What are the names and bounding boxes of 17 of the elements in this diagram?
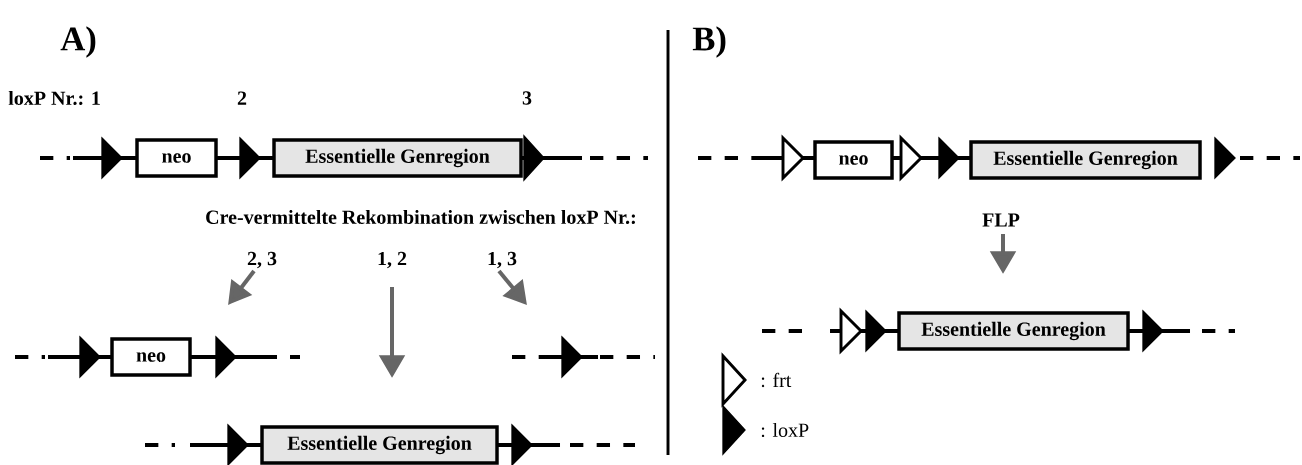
gene-box: neo bbox=[135, 138, 218, 178]
gene-region-box: Essentielle Genregion bbox=[969, 140, 1202, 180]
recombination-heading: Cre-vermittelte Rekombination zwischen loxP Nr.: bbox=[206, 209, 635, 225]
site-pair-label: 2, 3 bbox=[247, 251, 277, 269]
gene-region-box: Essentielle Genregion bbox=[272, 138, 523, 178]
gene-region-box: Essentielle Genregion bbox=[260, 425, 499, 465]
gene-box: neo bbox=[813, 140, 894, 180]
site-pair-label: 1, 2 bbox=[378, 251, 407, 269]
enzyme-label: FLP bbox=[982, 213, 1020, 227]
site-pair-label: 1, 3 bbox=[488, 251, 517, 269]
panel-label: A) bbox=[60, 26, 96, 58]
site-number: 2 bbox=[237, 91, 247, 105]
gene-region-box: Essentielle Genregion bbox=[897, 311, 1130, 351]
panel-label: B) bbox=[692, 26, 726, 58]
site-number: 3 bbox=[522, 91, 532, 105]
site-numbering: loxP Nr.: 1 bbox=[8, 90, 100, 106]
gene-box: neo bbox=[110, 337, 192, 377]
